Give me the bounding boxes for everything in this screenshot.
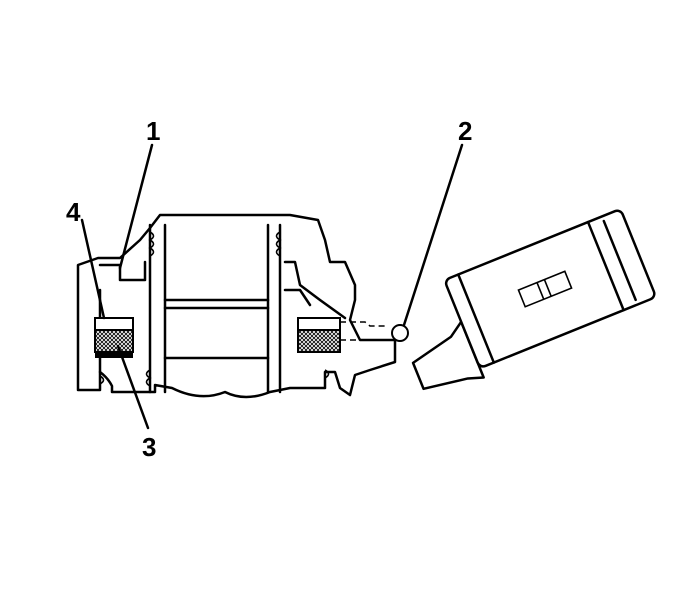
connector — [411, 209, 656, 391]
leader-1 — [118, 143, 154, 270]
internal-wire — [340, 321, 409, 342]
callout-2: 2 — [458, 116, 472, 146]
callout-4: 4 — [66, 197, 81, 227]
callout-3: 3 — [142, 432, 156, 462]
leader-3 — [116, 344, 150, 430]
connector-latch — [517, 270, 573, 308]
callout-1: 1 — [146, 116, 160, 146]
leader-2 — [402, 143, 464, 327]
leader-lines — [80, 143, 464, 430]
wire-junction — [391, 324, 409, 342]
magnet-element — [94, 317, 134, 358]
leader-4 — [80, 218, 106, 320]
sensing-element — [297, 317, 341, 353]
